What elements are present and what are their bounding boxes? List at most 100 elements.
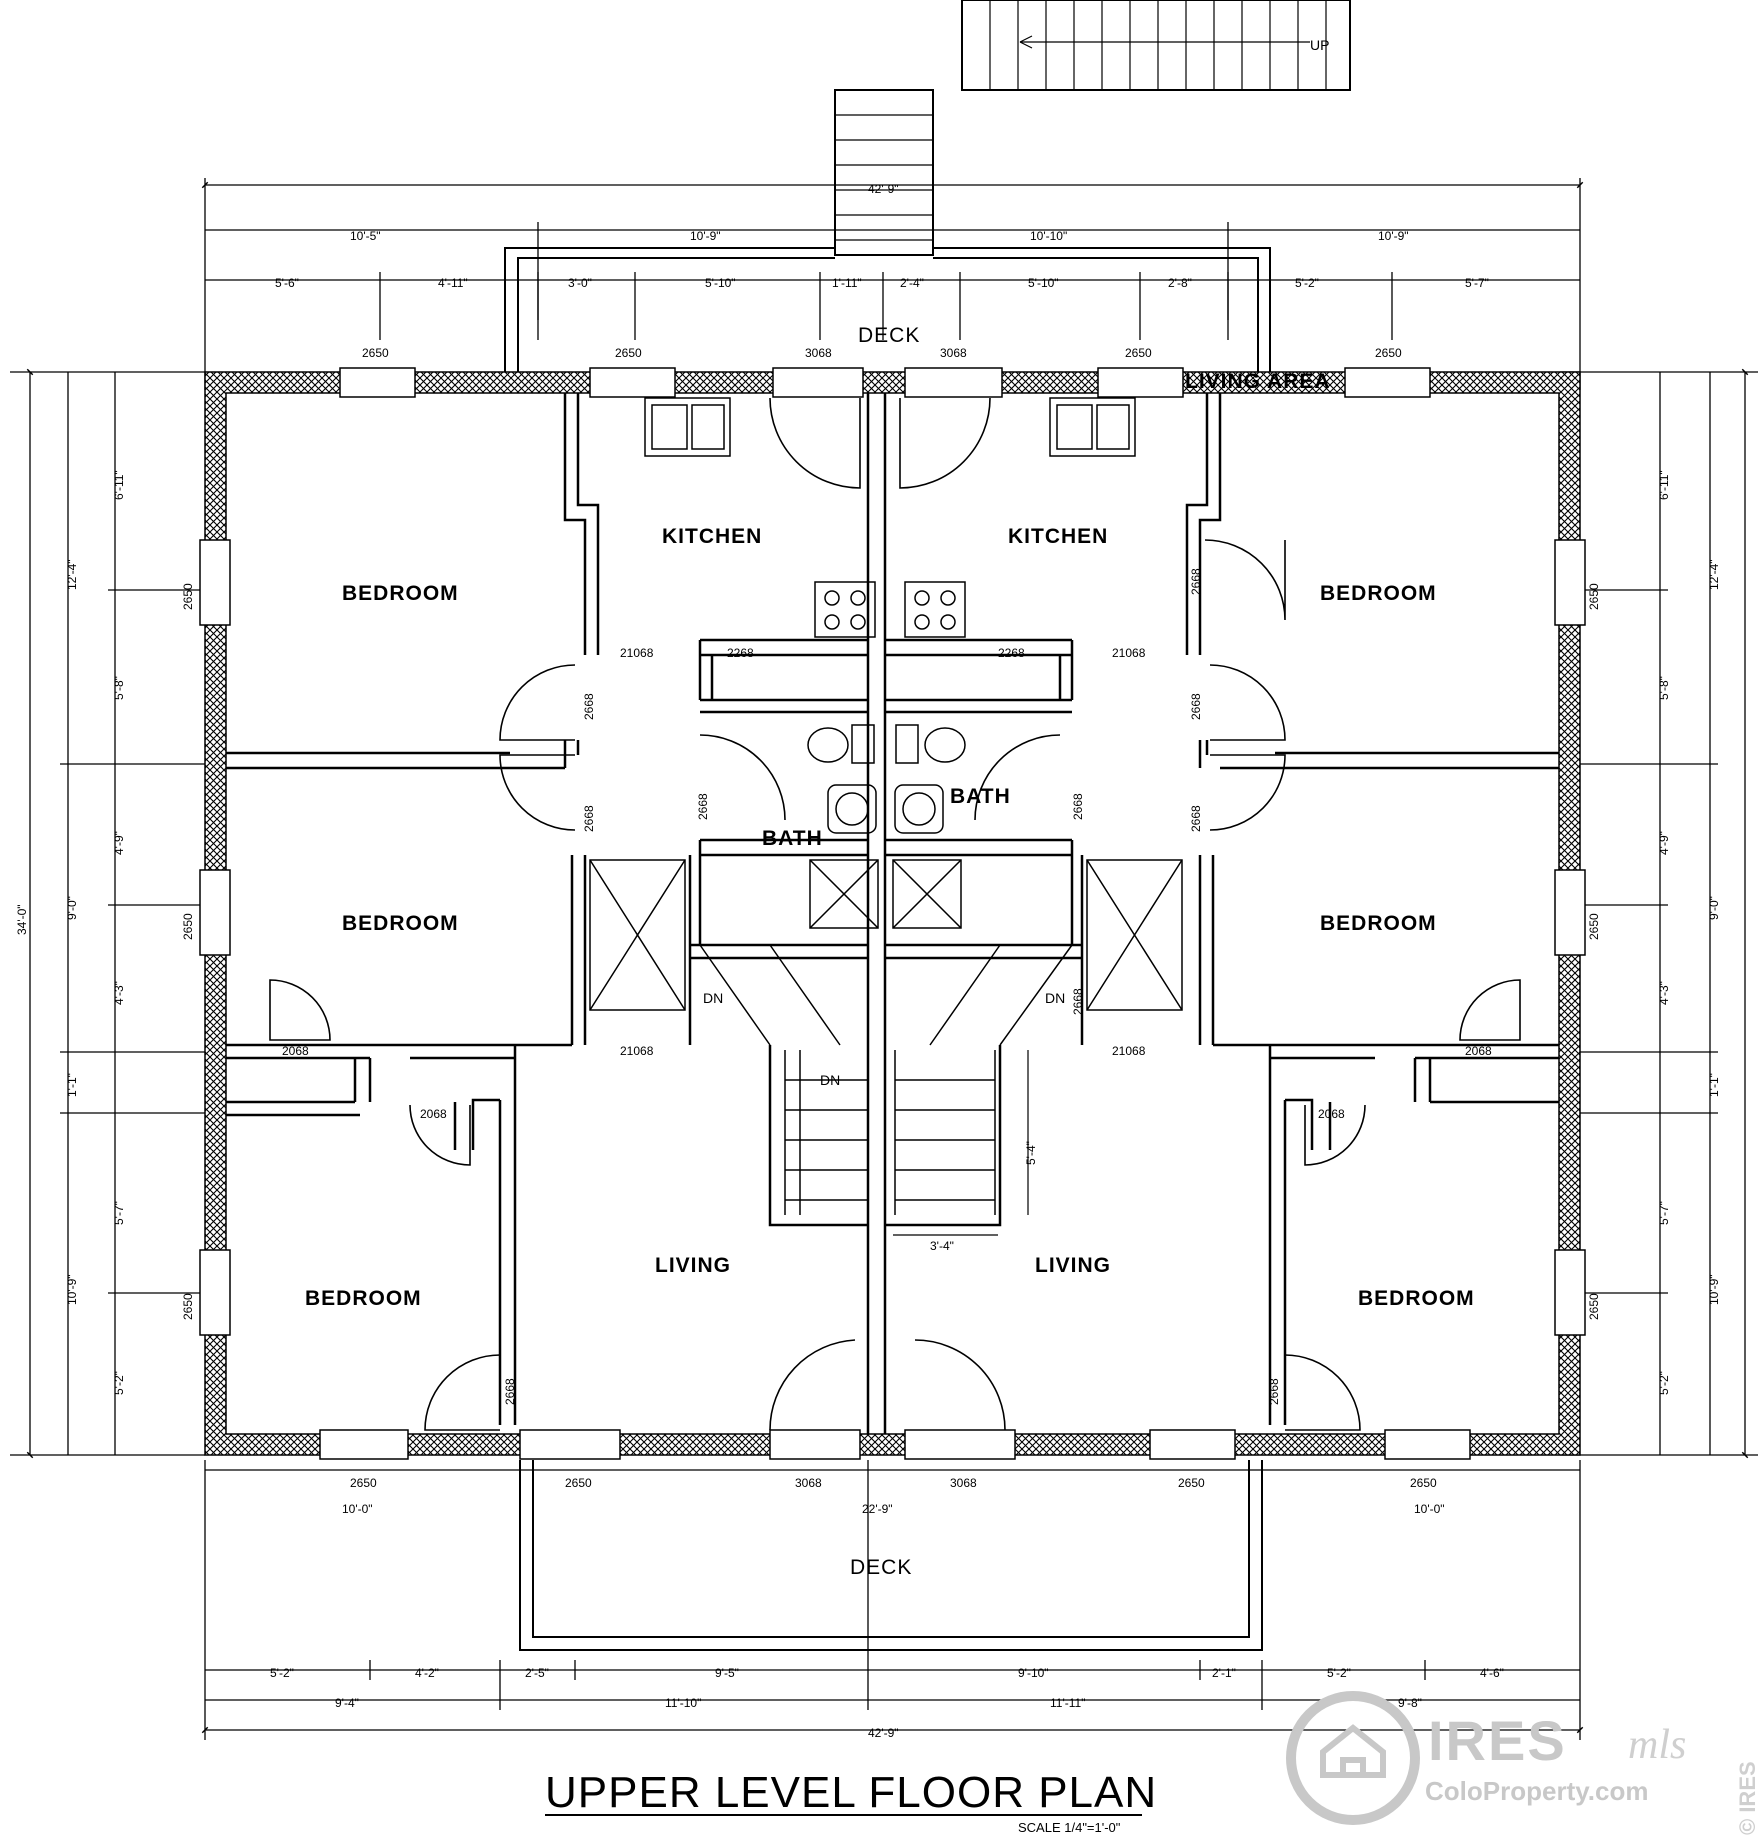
top-deck [504, 247, 1271, 375]
window-left-1 [199, 539, 231, 626]
room-living-left: LIVING [655, 1254, 731, 1277]
dim-bottom-r1-2: 22'-9" [862, 1502, 893, 1516]
door-top-2 [904, 367, 1003, 398]
code-door-2668-d: 2668 [1071, 793, 1085, 820]
dim-right-r3-3: 4'-9" [1657, 831, 1671, 855]
dim-top-r3-7: 5'-10" [1028, 276, 1059, 290]
code-door-2268-l: 2268 [727, 646, 754, 660]
plan-scale: SCALE 1/4"=1'-0" [1018, 1820, 1121, 1835]
code-door-21068-ur: 21068 [1112, 646, 1146, 660]
range-left [814, 581, 876, 638]
deck-bottom-label: DECK [850, 1556, 912, 1579]
window-right-2 [1554, 869, 1586, 956]
room-kitchen-right: KITCHEN [1008, 525, 1108, 548]
stair-dn-right: DN [1045, 990, 1065, 1006]
window-bottom-2 [519, 1429, 621, 1460]
code-window-top-2: 2650 [615, 346, 642, 360]
code-door-2668-i: 2668 [1267, 1378, 1281, 1405]
dim-bottom-r1-3: 10'-0" [1414, 1502, 1445, 1516]
exterior-openings [199, 367, 1586, 1460]
dim-right-r2-3: 1'-1" [1707, 1073, 1721, 1097]
kitchen-sink-right [1049, 397, 1136, 457]
house-glyph [1320, 1724, 1386, 1778]
stair-treads-horizontal [989, 0, 1327, 90]
dim-bottom-r2-3: 2'-5" [525, 1666, 549, 1680]
bottom-deck [519, 1460, 1263, 1651]
code-door-2668-b: 2668 [582, 805, 596, 832]
interior-walls [226, 393, 1559, 1434]
room-bedroom-lower-left: BEDROOM [305, 1287, 422, 1310]
code-door-2668-g: 2668 [1189, 805, 1203, 832]
dim-top-r3-4: 5'-10" [705, 276, 736, 290]
dim-stair-run: 5'-4" [1024, 1141, 1038, 1165]
dim-right-r3-4: 4'-3" [1657, 981, 1671, 1005]
dim-right-r2-1: 12'-4" [1707, 559, 1721, 590]
dim-bottom-r2-8: 4'-6" [1480, 1666, 1504, 1680]
door-swings [269, 397, 1521, 1431]
room-living-right: LIVING [1035, 1254, 1111, 1277]
code-door-2268-r: 2268 [998, 646, 1025, 660]
window-top-3 [1097, 367, 1184, 398]
dim-right-r2-2: 9'-0" [1707, 896, 1721, 920]
dim-top-r3-1: 5'-6" [275, 276, 299, 290]
stair-treads-vertical [835, 114, 933, 241]
window-bottom-1 [319, 1429, 409, 1460]
dim-left-r3-5: 5'-7" [112, 1201, 126, 1225]
left-dimensions [10, 368, 210, 1459]
dim-right-r2-4: 10'-9" [1707, 1274, 1721, 1305]
room-bedroom-middle-left: BEDROOM [342, 912, 459, 935]
stair-up-label: UP [1310, 37, 1329, 53]
dim-top-r3-6: 2'-4" [900, 276, 924, 290]
dim-top-r2-1: 10'-5" [350, 229, 381, 243]
code-door-2068-c: 2068 [1318, 1107, 1345, 1121]
toilets [807, 724, 966, 764]
dim-bottom-r2-2: 4'-2" [415, 1666, 439, 1680]
code-window-bottom-2: 2650 [565, 1476, 592, 1490]
dim-right-r3-1: 6'-11" [1657, 470, 1671, 500]
door-bottom-2 [904, 1429, 1016, 1460]
window-top-1 [339, 367, 416, 398]
dim-left-r3-4: 4'-3" [112, 981, 126, 1005]
dim-left-r3-6: 5'-2" [112, 1371, 126, 1395]
dim-top-r3-8: 2'-8" [1168, 276, 1192, 290]
bath-sinks [827, 784, 944, 834]
watermark-site: ColoProperty.com [1425, 1776, 1648, 1806]
dim-bottom-r2-4: 9'-5" [715, 1666, 739, 1680]
dim-bottom-r3-2: 11'-10" [665, 1696, 701, 1710]
exterior-stair [834, 0, 1351, 256]
bottom-dimension-labels: 10'-0" 22'-9" 10'-0" 5'-2" 4'-2" 2'-5" 9… [270, 1502, 1504, 1740]
dim-left-overall: 34'-0" [15, 904, 29, 935]
code-door-2668-a: 2668 [582, 693, 596, 720]
stair-dn-center: DN [820, 1072, 840, 1088]
dim-bottom-r2-1: 5'-2" [270, 1666, 294, 1680]
code-window-left-3: 2650 [181, 1293, 195, 1320]
code-door-21068-ul: 21068 [620, 646, 654, 660]
window-top-4 [1344, 367, 1431, 398]
dim-top-overall: 42'-9" [868, 182, 899, 196]
room-bath-right: BATH [950, 785, 1011, 808]
room-living-area: LIVING AREA [1185, 370, 1331, 393]
opening-codes: 2650 2650 3068 3068 2650 2650 2650 2650 … [181, 346, 1601, 1490]
code-door-2068-d: 2068 [1465, 1044, 1492, 1058]
dim-bottom-r2-7: 5'-2" [1327, 1666, 1351, 1680]
code-window-bottom-4: 2650 [1410, 1476, 1437, 1490]
dim-top-r2-2: 10'-9" [690, 229, 721, 243]
dim-bottom-r2-5: 9'-10" [1018, 1666, 1049, 1680]
dim-bottom-r3-1: 9'-4" [335, 1696, 359, 1710]
window-right-3 [1554, 1249, 1586, 1336]
code-door-2668-h: 2668 [503, 1378, 517, 1405]
code-window-left-1: 2650 [181, 583, 195, 610]
code-window-top-3: 2650 [1125, 346, 1152, 360]
top-dimensions [201, 178, 1584, 390]
code-door-top-1: 3068 [805, 346, 832, 360]
watermark-mls: mls [1628, 1722, 1686, 1768]
dim-top-r3-5: 1'-11" [832, 276, 862, 290]
dim-top-r3-3: 3'-0" [568, 276, 592, 290]
code-window-right-3: 2650 [1587, 1293, 1601, 1320]
dim-top-r2-4: 10'-9" [1378, 229, 1409, 243]
code-door-bottom-1: 3068 [795, 1476, 822, 1490]
top-dimension-labels: 42'-9" 10'-5" 10'-9" 10'-10" 10'-9" 5'-6… [275, 182, 1489, 290]
dim-left-r3-1: 6'-11" [112, 470, 126, 500]
dim-right-r3-2: 5'-8" [1657, 676, 1671, 700]
house-logo-icon [1286, 1691, 1420, 1825]
